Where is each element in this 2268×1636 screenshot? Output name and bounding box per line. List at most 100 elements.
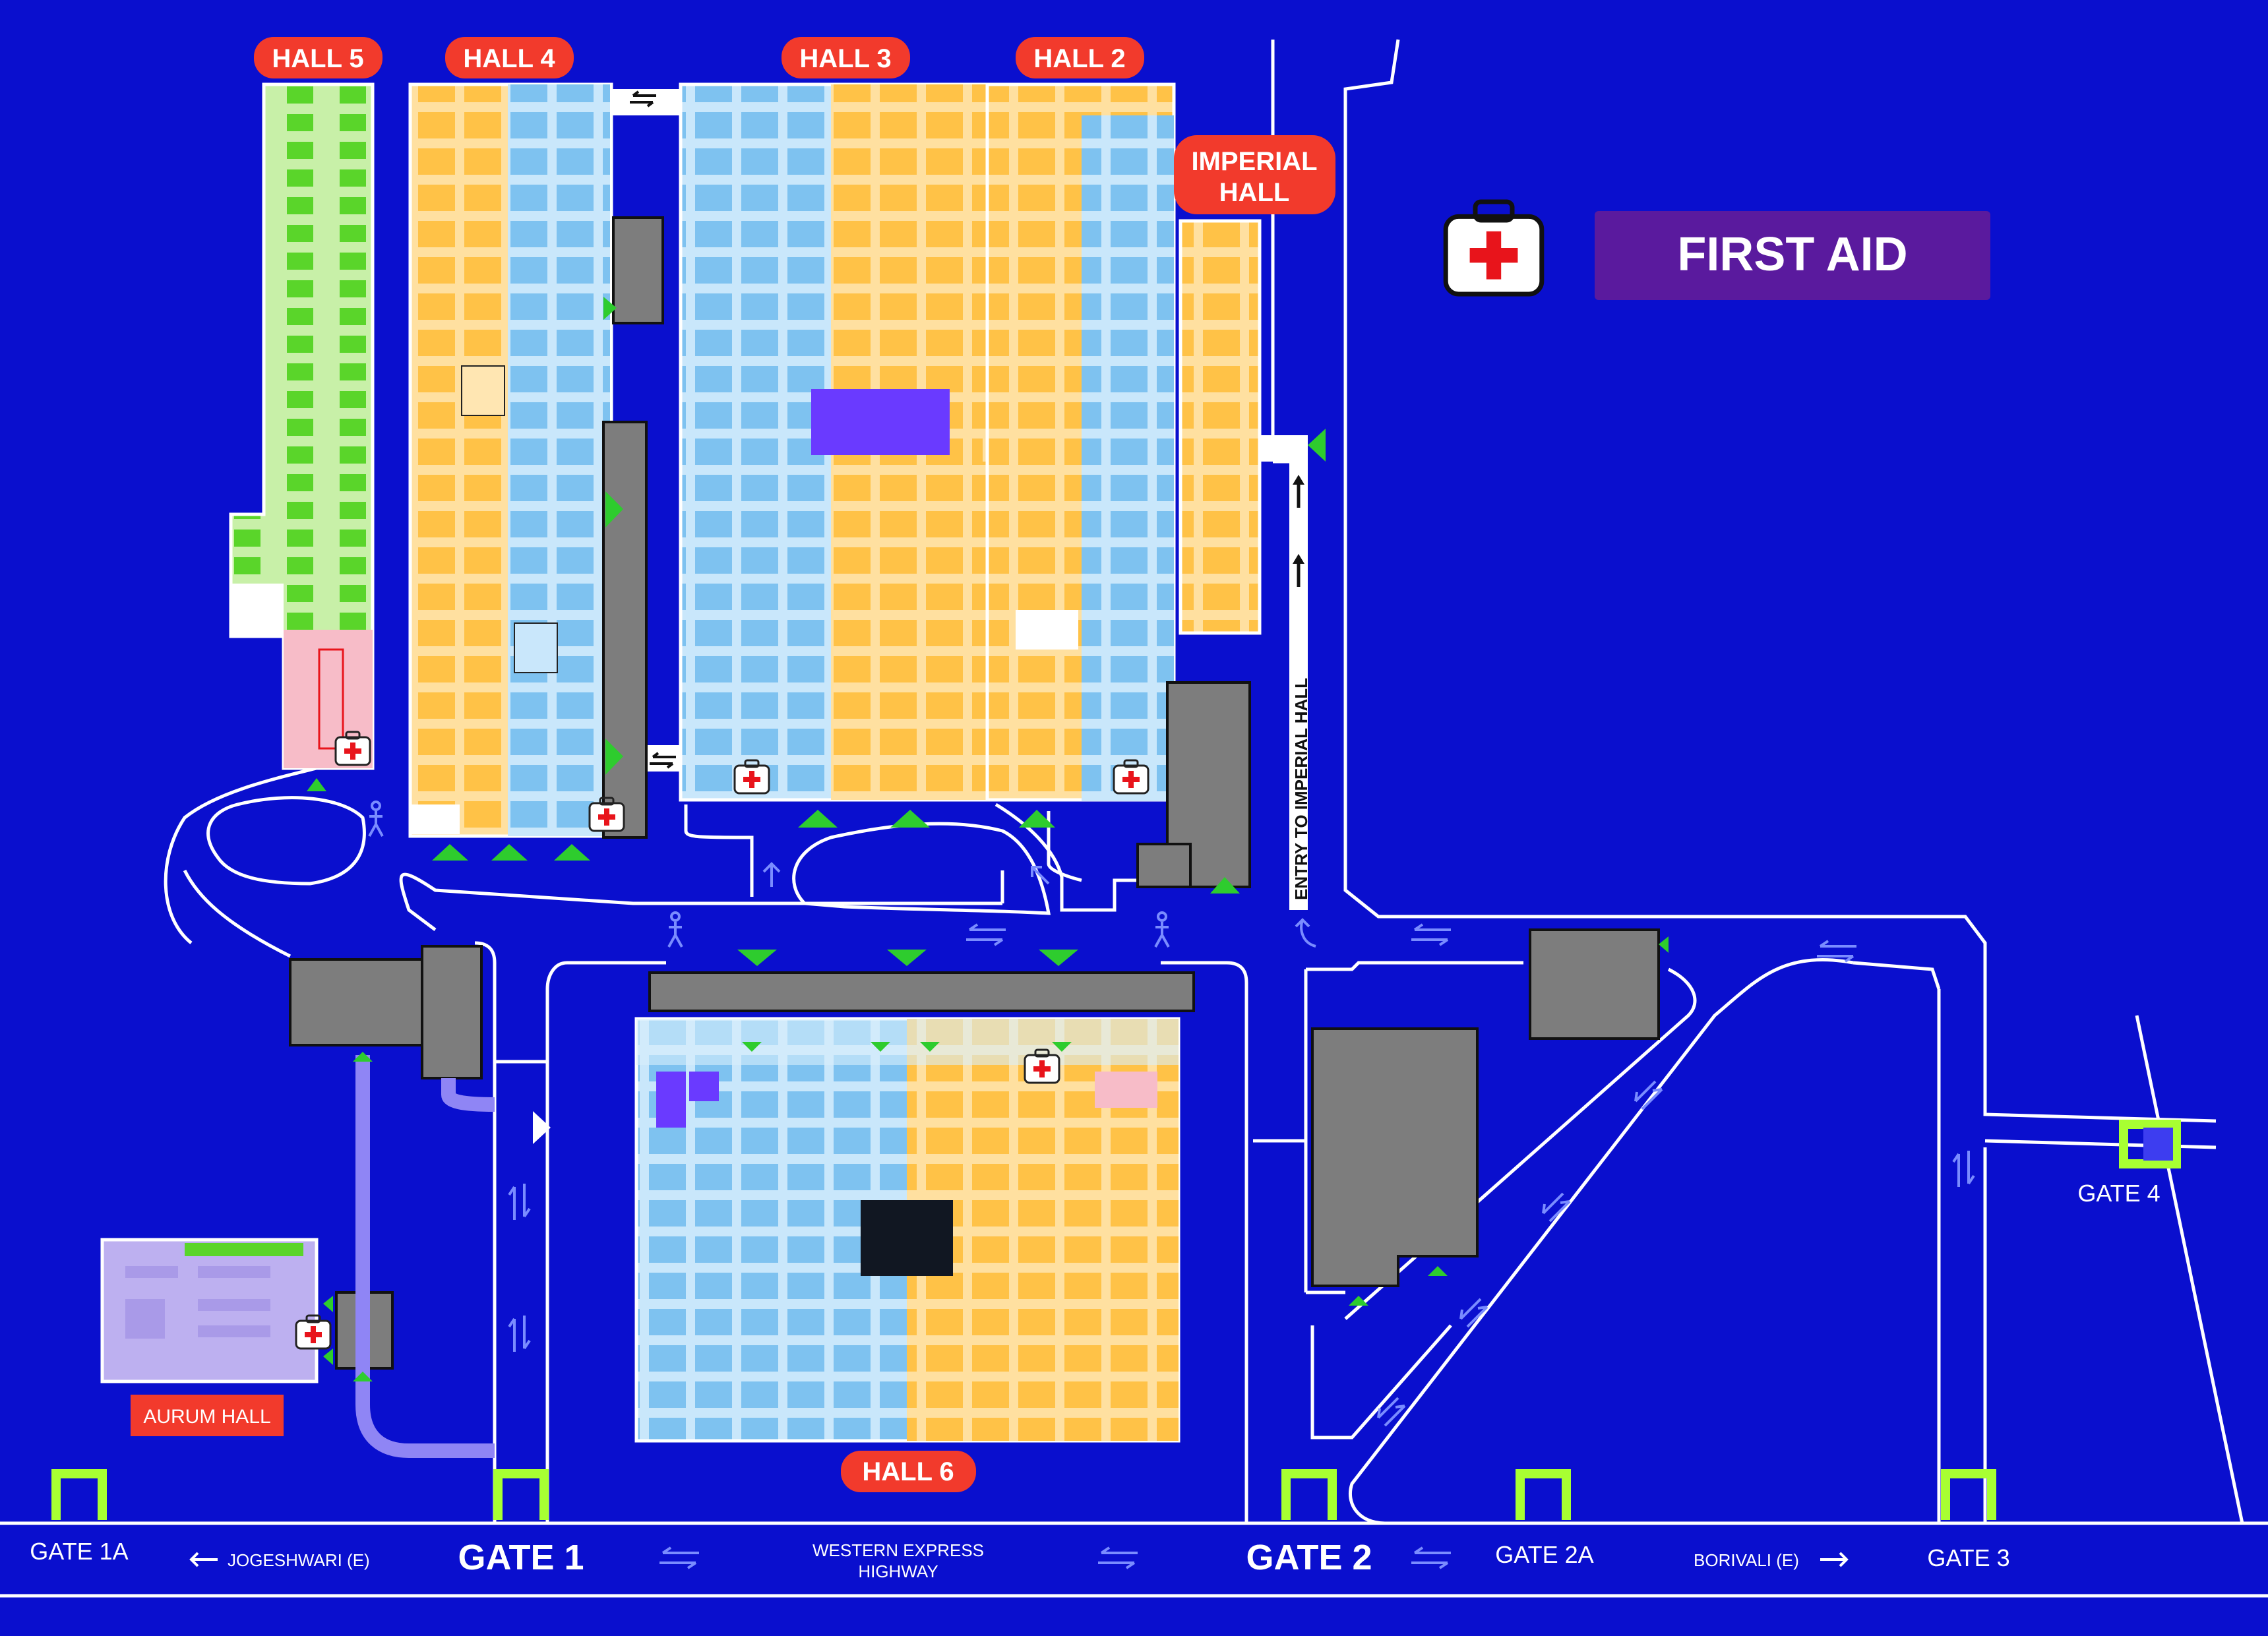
entry-triangle-icon <box>491 844 528 861</box>
first-aid-kit-icon <box>334 731 371 766</box>
entry-triangle-icon <box>353 1052 373 1062</box>
entry-triangle-icon <box>737 950 777 966</box>
arrow-up-icon <box>762 862 781 887</box>
entry-triangle-icon <box>1052 1042 1072 1052</box>
two-way-arrow-icon <box>1411 923 1451 946</box>
entry-triangle-icon <box>323 1296 333 1312</box>
first-aid-kit-icon <box>1443 199 1545 297</box>
hall-6-building[interactable] <box>634 1017 1180 1443</box>
entry-triangle-icon <box>1308 429 1326 462</box>
gate-3-icon[interactable] <box>1941 1469 1996 1520</box>
arrow-right-icon <box>1820 1552 1849 1567</box>
entry-triangle-icon <box>603 297 617 320</box>
entry-triangle-icon <box>1210 877 1240 894</box>
gate-labels: GATE 1A GATE 1 GATE 2 GATE 2A GATE 3 GAT… <box>30 1180 2160 1577</box>
entry-markers <box>307 297 1669 1381</box>
pedestrian-icon <box>1154 911 1170 948</box>
two-way-arrow-icon <box>966 923 1006 946</box>
first-aid-kit-icon <box>588 797 625 832</box>
block-5 <box>1529 928 1660 1040</box>
entry-triangle-icon <box>871 1042 890 1052</box>
entry-triangle-icon <box>887 950 927 966</box>
entry-triangle-icon <box>307 778 326 791</box>
gate-4-icon[interactable] <box>2119 1120 2181 1168</box>
entry-triangle-icon <box>1039 950 1078 966</box>
gate-2a-label: GATE 2A <box>1495 1541 1593 1568</box>
entry-triangle-icon <box>890 810 930 828</box>
entry-triangle-icon <box>323 1348 333 1365</box>
imperial-hall-label-line2: HALL <box>1219 178 1290 207</box>
gate-1-label: GATE 1 <box>458 1538 584 1577</box>
entry-triangle-icon <box>798 810 838 828</box>
gate-1a-icon[interactable] <box>51 1469 107 1520</box>
first-aid-kit-icon <box>1113 759 1149 795</box>
gate-1a-label: GATE 1A <box>30 1538 128 1565</box>
imperial-hall-building[interactable] <box>1179 219 1308 910</box>
two-way-arrow-icon <box>1634 1080 1663 1110</box>
entry-triangle-icon <box>554 844 590 861</box>
gate-4-shelter <box>2143 1128 2173 1161</box>
two-way-arrow-icon <box>650 752 676 769</box>
block-2 <box>421 945 483 1079</box>
entry-triangle-icon <box>742 1042 762 1052</box>
hall-5-building[interactable] <box>229 82 375 770</box>
roads <box>0 39 2268 1598</box>
first-aid-kit-icon <box>733 759 770 795</box>
arrow-diag-icon <box>1031 866 1050 885</box>
legend: FIRST AID <box>1443 199 1990 300</box>
entry-triangle-icon <box>605 739 623 775</box>
gate-2-icon[interactable] <box>1281 1469 1337 1520</box>
hall-3-building[interactable] <box>679 82 1174 802</box>
gates <box>51 1120 2181 1520</box>
entry-triangle-icon <box>605 491 623 528</box>
direction-triangle-icon <box>533 1111 551 1144</box>
two-way-arrow-icon <box>1411 1546 1451 1569</box>
pedestrian-icon <box>368 801 384 837</box>
gate-3-label: GATE 3 <box>1927 1544 2009 1571</box>
highway-label-line1: WESTERN EXPRESS <box>812 1540 984 1560</box>
block-1 <box>289 958 430 1046</box>
entry-triangle-icon <box>1659 936 1669 953</box>
highway-label-line2: HIGHWAY <box>858 1561 938 1581</box>
jogeshwari-label: JOGESHWARI (E) <box>228 1550 370 1570</box>
two-way-arrow-icon <box>1459 1298 1488 1328</box>
hall-4-label: HALL 4 <box>463 44 555 73</box>
entry-triangle-icon <box>1428 1266 1448 1276</box>
borivali-label: BORIVALI (E) <box>1694 1550 1799 1570</box>
hall-2-building[interactable] <box>985 82 1176 802</box>
gate-1-icon[interactable] <box>493 1469 549 1520</box>
gate-2a-icon[interactable] <box>1516 1469 1571 1520</box>
two-way-arrow-icon <box>508 1184 531 1220</box>
two-way-arrow-icon <box>659 1546 699 1569</box>
hall-labels: HALL 5 HALL 4 HALL 3 HALL 2 IMPERIAL HAL… <box>131 37 1335 1492</box>
walkways <box>355 1055 495 1458</box>
entry-triangle-icon <box>353 1372 373 1381</box>
first-aid-kit-icon <box>295 1314 332 1350</box>
gate-4-label: GATE 4 <box>2077 1180 2160 1207</box>
arrow-left-icon <box>189 1552 218 1567</box>
hall-5-label: HALL 5 <box>272 44 363 73</box>
u-turn-icon <box>1295 918 1316 948</box>
entry-triangle-icon <box>432 844 468 861</box>
hall-6-label: HALL 6 <box>862 1457 954 1486</box>
first-aid-kit-icon <box>1024 1048 1060 1084</box>
hall-6-canopy <box>648 971 1195 1012</box>
entry-triangle-icon <box>1019 810 1055 828</box>
hall-4-corridor <box>602 421 648 839</box>
aurum-hall-building[interactable] <box>100 1238 319 1383</box>
first-aid-legend-box <box>1595 211 1990 300</box>
gate-2-label: GATE 2 <box>1246 1538 1372 1577</box>
two-way-arrow-icon <box>508 1316 531 1352</box>
hall-2-side-block-lower <box>1136 843 1192 888</box>
hall-4-service-block <box>612 216 664 324</box>
two-way-arrow-icon <box>1952 1151 1975 1187</box>
two-way-arrow-icon <box>1817 940 1856 963</box>
entry-triangle-icon <box>1349 1296 1368 1306</box>
two-way-arrow-icon <box>1098 1546 1138 1569</box>
entry-to-imperial-hall-label: ENTRY TO IMPERIAL HALL <box>1291 678 1311 900</box>
two-way-arrow-icon <box>1377 1397 1406 1427</box>
pedestrian-icon <box>667 911 683 948</box>
road-labels: JOGESHWARI (E) WESTERN EXPRESS HIGHWAY B… <box>189 1540 1849 1581</box>
entry-arrows <box>1293 475 1304 587</box>
